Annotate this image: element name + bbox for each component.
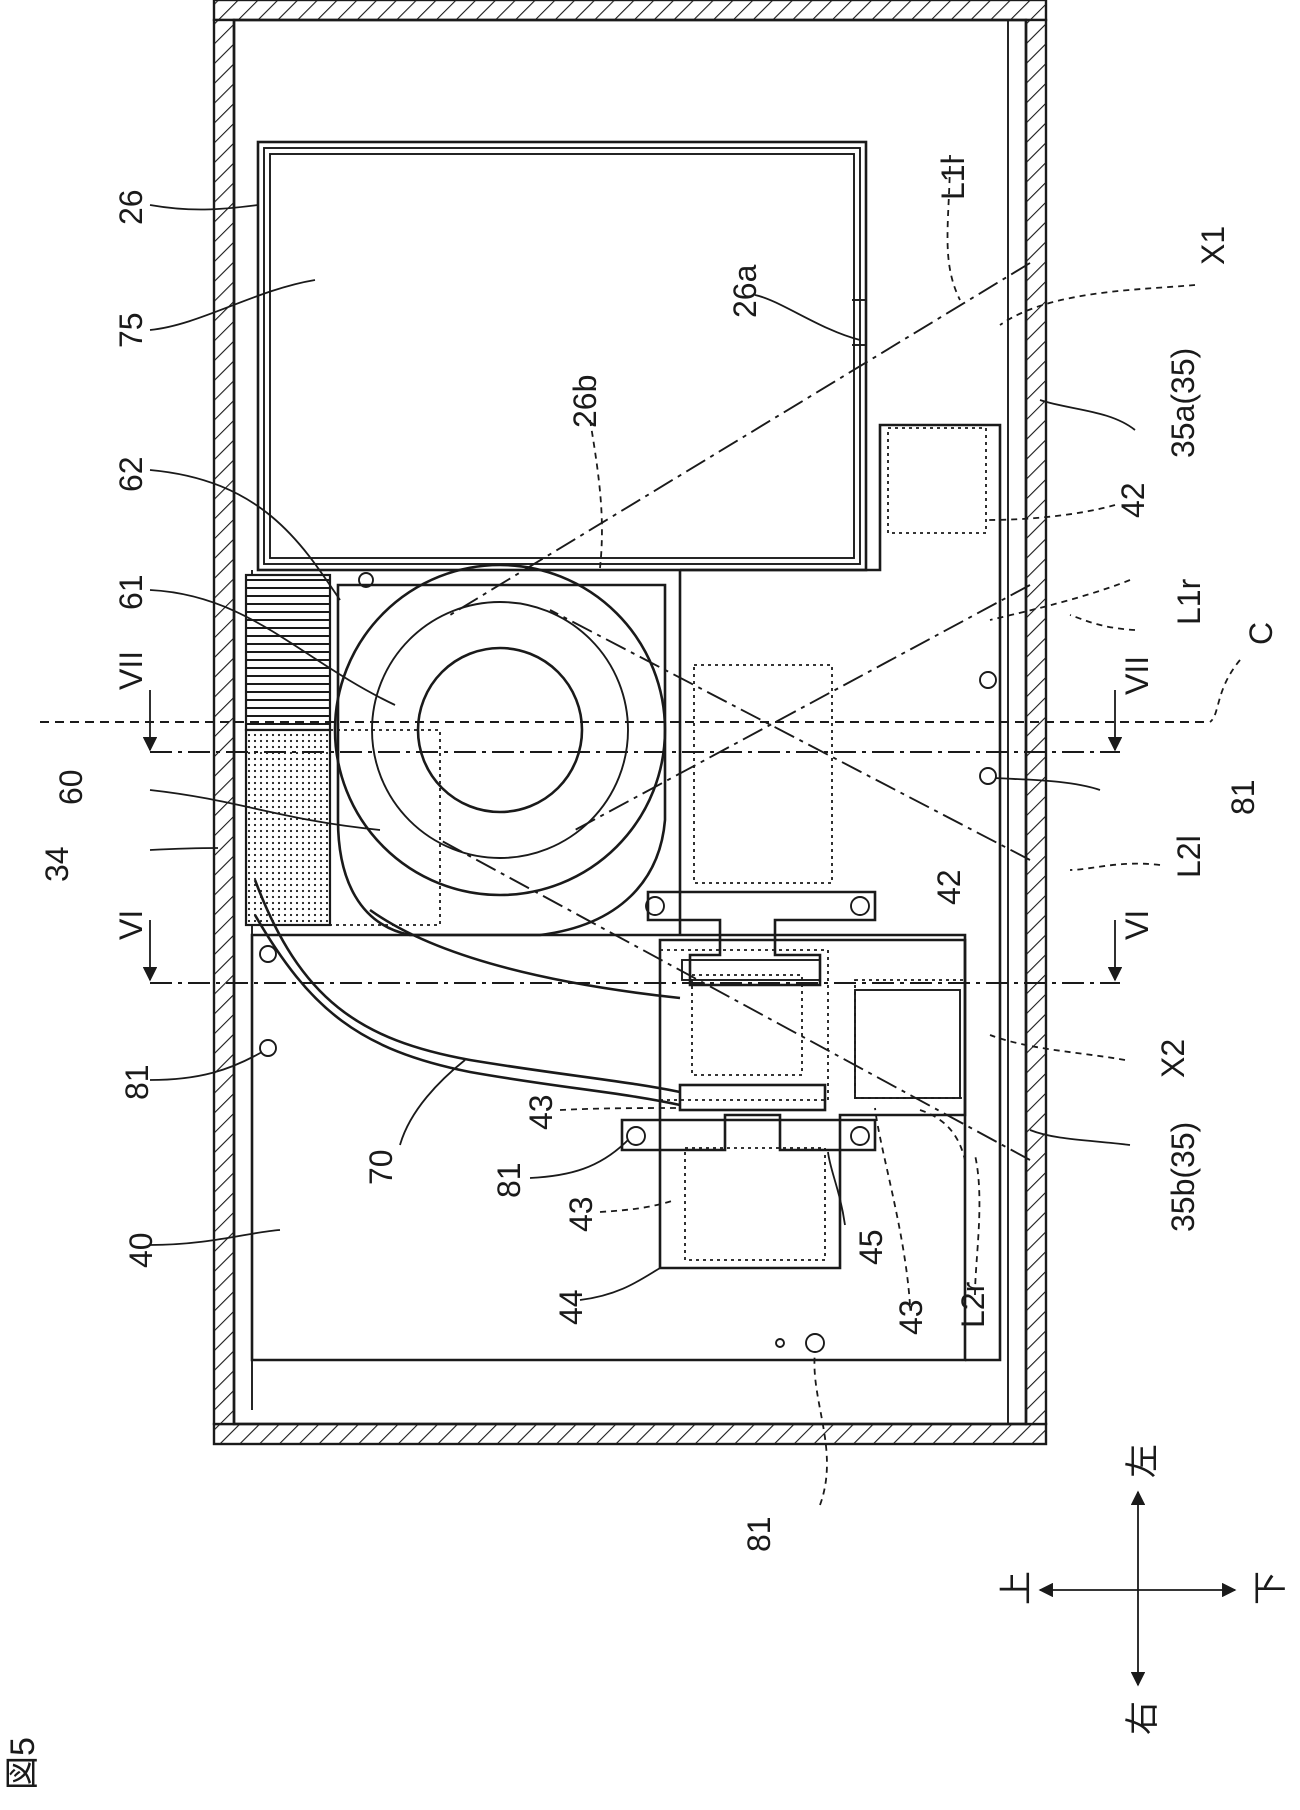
label-81-b: 81 [491,1162,527,1198]
label-VII-right: VII [1119,656,1155,695]
label-34: 34 [39,846,75,882]
label-45: 45 [853,1229,889,1265]
label-40: 40 [123,1232,159,1268]
direction-left-label: 左 [1124,1444,1162,1478]
reference-labels: 26 75 62 61 VII 60 34 VI 81 70 40 43 81 … [39,157,1279,1552]
board-40 [250,423,1002,1362]
airflow-L1r [574,584,1031,831]
label-81-left: 81 [119,1064,155,1100]
heat-sink-fins [244,573,332,732]
label-81-right: 81 [1225,779,1261,815]
label-VI-right: VI [1119,910,1155,940]
label-26b: 26b [567,375,603,428]
label-70: 70 [363,1149,399,1185]
direction-up-label: 上 [998,1571,1036,1605]
label-L2l: L2l [1171,835,1207,878]
label-44: 44 [553,1289,589,1325]
label-VII-left: VII [113,651,149,690]
direction-down-label: 下 [1252,1571,1290,1605]
holder-44 [620,890,967,1270]
label-60: 60 [53,769,89,805]
label-L1r: L1r [1171,578,1207,625]
label-35b: 35b(35) [1165,1122,1201,1232]
leader-lines [149,154,1241,1506]
direction-labels: 上 下 左 右 [998,1444,1290,1735]
label-81-bottom: 81 [741,1516,777,1552]
label-26a: 26a [727,264,763,318]
label-35a: 35a(35) [1165,348,1201,458]
label-43-c: 43 [893,1299,929,1335]
mount-holes [259,671,997,1353]
label-42-top: 42 [1115,482,1151,518]
fan-60 [333,563,667,937]
label-VI-left: VI [113,910,149,940]
figure-label: 図5 [4,1737,42,1790]
heat-pipe-70 [253,879,681,1107]
heat-sink-block [244,728,332,927]
label-L1l: L1l [935,157,971,200]
chips [659,427,987,1261]
label-62: 62 [113,456,149,492]
label-X1: X1 [1195,226,1231,265]
direction-right-label: 右 [1124,1701,1162,1735]
label-26: 26 [113,189,149,225]
battery-26 [256,140,868,572]
label-42-mid: 42 [931,869,967,905]
label-C: C [1243,622,1279,645]
label-75: 75 [113,312,149,348]
airflow-L2l [549,609,1031,861]
heat-sink-outline [329,729,441,926]
direction-indicator [1038,1490,1237,1687]
label-X2: X2 [1155,1039,1191,1078]
label-61: 61 [113,574,149,610]
label-L2r: L2r [955,1281,991,1328]
label-43-b: 43 [563,1196,599,1232]
airflow-L2r [439,839,1031,1161]
label-43-a: 43 [523,1094,559,1130]
